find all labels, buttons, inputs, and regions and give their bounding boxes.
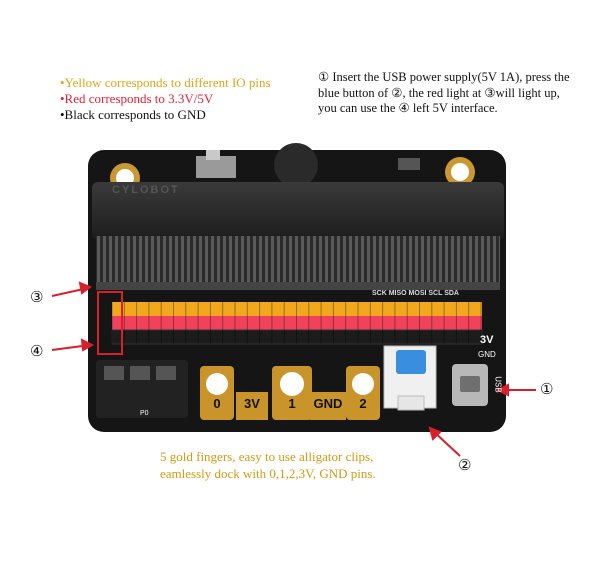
yellow-pin-headers (112, 302, 482, 316)
caption-line-1: 5 gold fingers, easy to use alligator cl… (160, 449, 374, 464)
marker-2: ② (458, 456, 472, 474)
legend-black: •Black corresponds to GND (60, 107, 206, 122)
blue-push-button (383, 345, 437, 411)
gold-finger-3v: 3V (244, 396, 260, 411)
marker-3: ③ (30, 288, 44, 306)
color-legend: •Yellow corresponds to different IO pins… (60, 75, 271, 123)
usb-instructions: ① Insert the USB power supply(5V 1A), pr… (318, 70, 570, 115)
pin-separators (111, 302, 482, 344)
gold-finger-1: 1 (288, 396, 296, 411)
silkscreen-brand: CYLOBOT (112, 184, 180, 196)
usb-port (452, 364, 488, 406)
power-switch (196, 150, 236, 178)
caption-line-2: eamlessly dock with 0,1,2,3V, GND pins. (160, 466, 376, 481)
black-pin-headers (111, 329, 483, 345)
label-usb: USB (493, 376, 503, 393)
gold-finger-caption: 5 gold fingers, easy to use alligator cl… (160, 448, 450, 482)
marker-4: ④ (30, 342, 44, 360)
label-3v: 3V (480, 334, 494, 346)
edge-connector-socket (92, 182, 504, 290)
marker-1: ① (540, 380, 554, 398)
gold-finger-0: 0 (213, 396, 221, 411)
gold-finger-gnd: GND (313, 396, 343, 411)
red-pin-headers (112, 316, 482, 330)
legend-yellow: •Yellow corresponds to different IO pins (60, 75, 271, 90)
top-smd-component (398, 158, 420, 170)
buzzer (274, 143, 318, 187)
gold-fingers (200, 366, 380, 420)
gold-finger-2: 2 (359, 396, 367, 411)
pin-row-labels: SCK MISO MOSI SCL SDA (372, 290, 459, 297)
left-black-connector (96, 360, 188, 418)
label-p0: P0 (140, 410, 149, 417)
annotation-arrows (51, 281, 536, 457)
left-5v-interface-highlight (97, 291, 123, 355)
label-gnd: GND (478, 350, 496, 359)
legend-red: •Red corresponds to 3.3V/5V (60, 91, 214, 106)
